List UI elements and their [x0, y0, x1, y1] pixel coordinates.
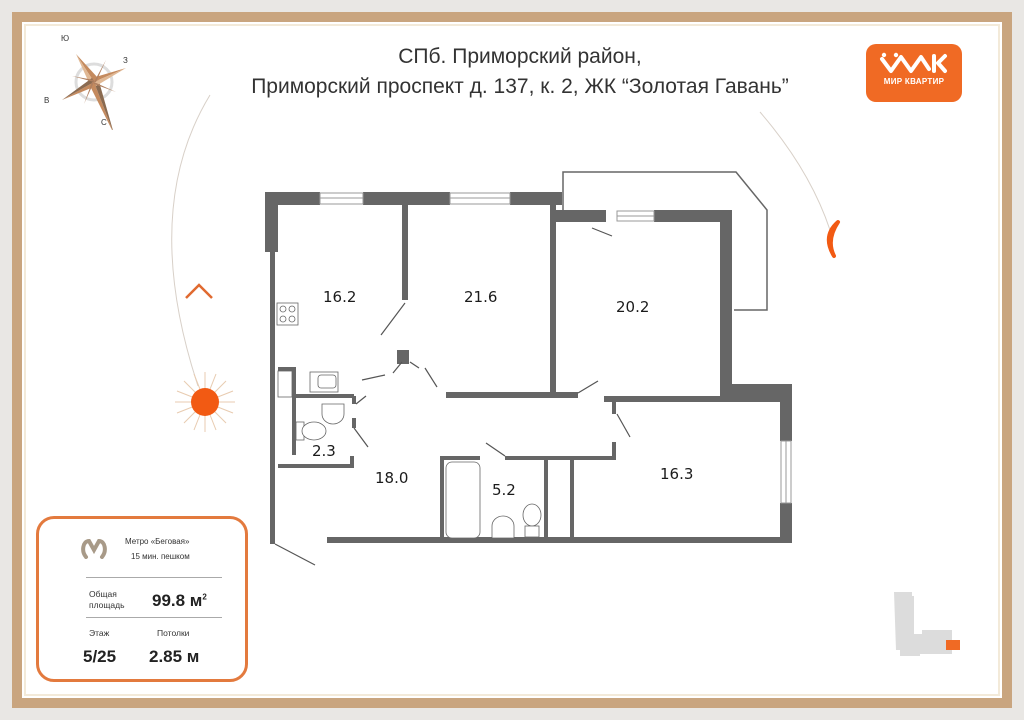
hall-area: 18.0 [375, 469, 409, 487]
compass-icon [62, 54, 126, 134]
address-title: СПб. Приморский район, Приморский проспе… [200, 42, 840, 102]
room-1-area: 21.6 [464, 288, 498, 306]
walls [265, 192, 792, 544]
address-line-2: Приморский проспект д. 137, к. 2, ЖК “Зо… [251, 75, 789, 98]
logo-text: МИР КВАРТИР [883, 77, 945, 86]
address-line-1: СПб. Приморский район, [398, 45, 642, 68]
compass-rose: Ю З В С [44, 30, 144, 134]
fixtures [276, 302, 542, 539]
apartment-highlight [946, 640, 960, 650]
metro-walk-time: 15 мин. пешком [131, 552, 190, 561]
floor-value: 5/25 [83, 647, 117, 666]
room-3-area: 16.3 [660, 465, 694, 483]
sun-icon [175, 372, 235, 432]
wc-area: 2.3 [312, 442, 336, 460]
divider [86, 577, 222, 578]
moon-icon [826, 220, 840, 258]
total-area-value: 99.8 м2 [152, 591, 207, 610]
building-locator-icon [894, 592, 960, 656]
ceiling-label: Потолки [157, 628, 190, 638]
metro-station: Метро «Беговая» [125, 537, 190, 546]
sun-path-arc-right [759, 111, 831, 231]
logo-mark-icon [880, 52, 947, 73]
total-area-label: Общая площадь [89, 589, 125, 610]
metro-icon [81, 539, 107, 559]
divider [86, 617, 222, 618]
ceiling-value: 2.85 м [149, 647, 200, 666]
sun-path-arc-left [171, 94, 211, 387]
compass-north-label: С [101, 118, 107, 127]
room-2-area: 20.2 [616, 298, 650, 316]
room-kitchen-area: 16.2 [323, 288, 357, 306]
apartment-info-card: Метро «Беговая» 15 мин. пешком Общая пло… [36, 516, 248, 682]
brand-logo: МИР КВАРТИР [866, 44, 962, 102]
compass-south-label: Ю [61, 34, 70, 43]
floor-label: Этаж [89, 628, 110, 638]
doors [274, 227, 631, 566]
bathroom-area: 5.2 [492, 481, 516, 499]
direction-arrow-icon [185, 283, 213, 299]
compass-east-label: В [44, 96, 50, 105]
compass-west-label: З [123, 56, 128, 65]
windows [319, 192, 792, 504]
